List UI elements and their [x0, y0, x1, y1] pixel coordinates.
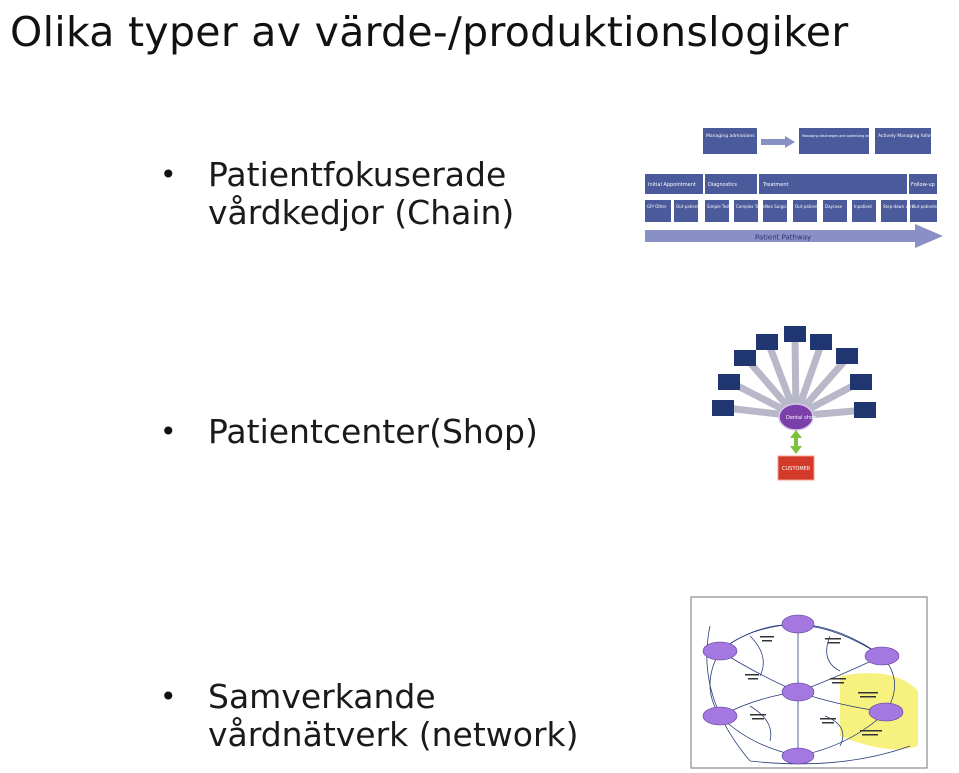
- chain-step: [705, 200, 729, 222]
- chain-step: [910, 200, 937, 222]
- slide-title: Olika typer av värde-/produktionslogiker: [10, 8, 849, 56]
- bullet-network-text: Samverkande vårdnätverk (network): [208, 678, 579, 754]
- chain-phase: [705, 174, 757, 194]
- chain-step: [793, 200, 817, 222]
- chain-step: [734, 200, 758, 222]
- network-edge-labels: [745, 636, 882, 736]
- network-diagram: [690, 596, 928, 769]
- chain-step-label: Complex Tests: [736, 204, 765, 209]
- bullet-shop: • Patientcenter(Shop): [160, 413, 538, 451]
- bullet-chain: • Patientfokuserade vårdkedjor (Chain): [160, 156, 514, 232]
- bullet-network-line1: Samverkande: [208, 677, 436, 716]
- bullet-dot-icon: •: [160, 680, 177, 713]
- network-nodes: [702, 614, 904, 765]
- chain-step: [881, 200, 907, 222]
- chain-step-label: Out-patients: [795, 204, 820, 209]
- chain-step: [763, 200, 787, 222]
- bullet-dot-icon: •: [160, 158, 177, 191]
- chain-top-box: [703, 128, 757, 154]
- patient-pathway-arrow: [645, 224, 943, 248]
- chain-step-label: Out-patients: [912, 204, 937, 209]
- shop-center-label: Dental shop: [786, 415, 816, 421]
- chain-phase: [909, 174, 937, 194]
- chain-steps: GP/ Other Out-patients Simple Tests Comp…: [645, 200, 937, 222]
- chain-phase: [645, 174, 703, 194]
- chain-step-label: Out-patients: [676, 204, 701, 209]
- chain-phase-label: Follow-up: [911, 182, 935, 188]
- chain-step-label: Daycase: [825, 204, 843, 209]
- chain-phase-label: Diagnostics: [708, 182, 737, 188]
- patient-pathway-label: Patient Pathway: [755, 234, 811, 242]
- chain-step-label: Step-down care: [883, 204, 915, 209]
- shop-diagram: Dental shop CUSTOMER: [712, 326, 876, 481]
- shop-connector-arrow: [790, 430, 802, 454]
- chain-step: [852, 200, 876, 222]
- bullet-shop-text: Patientcenter(Shop): [208, 412, 538, 451]
- chain-step: [674, 200, 698, 222]
- shop-satellites: [712, 326, 876, 418]
- bullet-network-line2: vårdnätverk (network): [208, 715, 579, 754]
- bullet-dot-icon: •: [160, 415, 177, 448]
- chain-phase: [759, 174, 907, 194]
- chain-top-box-label: Managing discharges and optimising lengt…: [802, 134, 889, 138]
- chain-phase-label: Treatment: [762, 182, 788, 188]
- chain-top-box-label: Actively Managing follow up: [878, 133, 941, 139]
- bullet-network: • Samverkande vårdnätverk (network): [160, 678, 579, 754]
- chain-step-label: Simple Tests: [707, 204, 732, 209]
- chain-diagram: Managing admissions Managing discharges …: [645, 128, 943, 248]
- chain-step: [823, 200, 847, 222]
- chain-step-label: Inpatient: [854, 204, 872, 209]
- chain-top-box: [799, 128, 869, 154]
- chain-step-label: Non Surgical: [765, 204, 790, 209]
- bullet-chain-text: Patientfokuserade vårdkedjor (Chain): [208, 156, 514, 232]
- chain-top-box-label: Managing admissions: [706, 133, 755, 139]
- chain-phase-label: Initial Appointment: [648, 182, 696, 188]
- bullet-chain-line1: Patientfokuserade: [208, 155, 507, 194]
- bullet-chain-line2: vårdkedjor (Chain): [208, 193, 515, 232]
- customer-label: CUSTOMER: [782, 466, 811, 472]
- chain-top-box: [875, 128, 931, 154]
- chain-step: [645, 200, 671, 222]
- chain-top-arrow: [761, 136, 795, 148]
- customer-box: [777, 455, 815, 481]
- chain-step-label: GP/ Other: [647, 204, 667, 209]
